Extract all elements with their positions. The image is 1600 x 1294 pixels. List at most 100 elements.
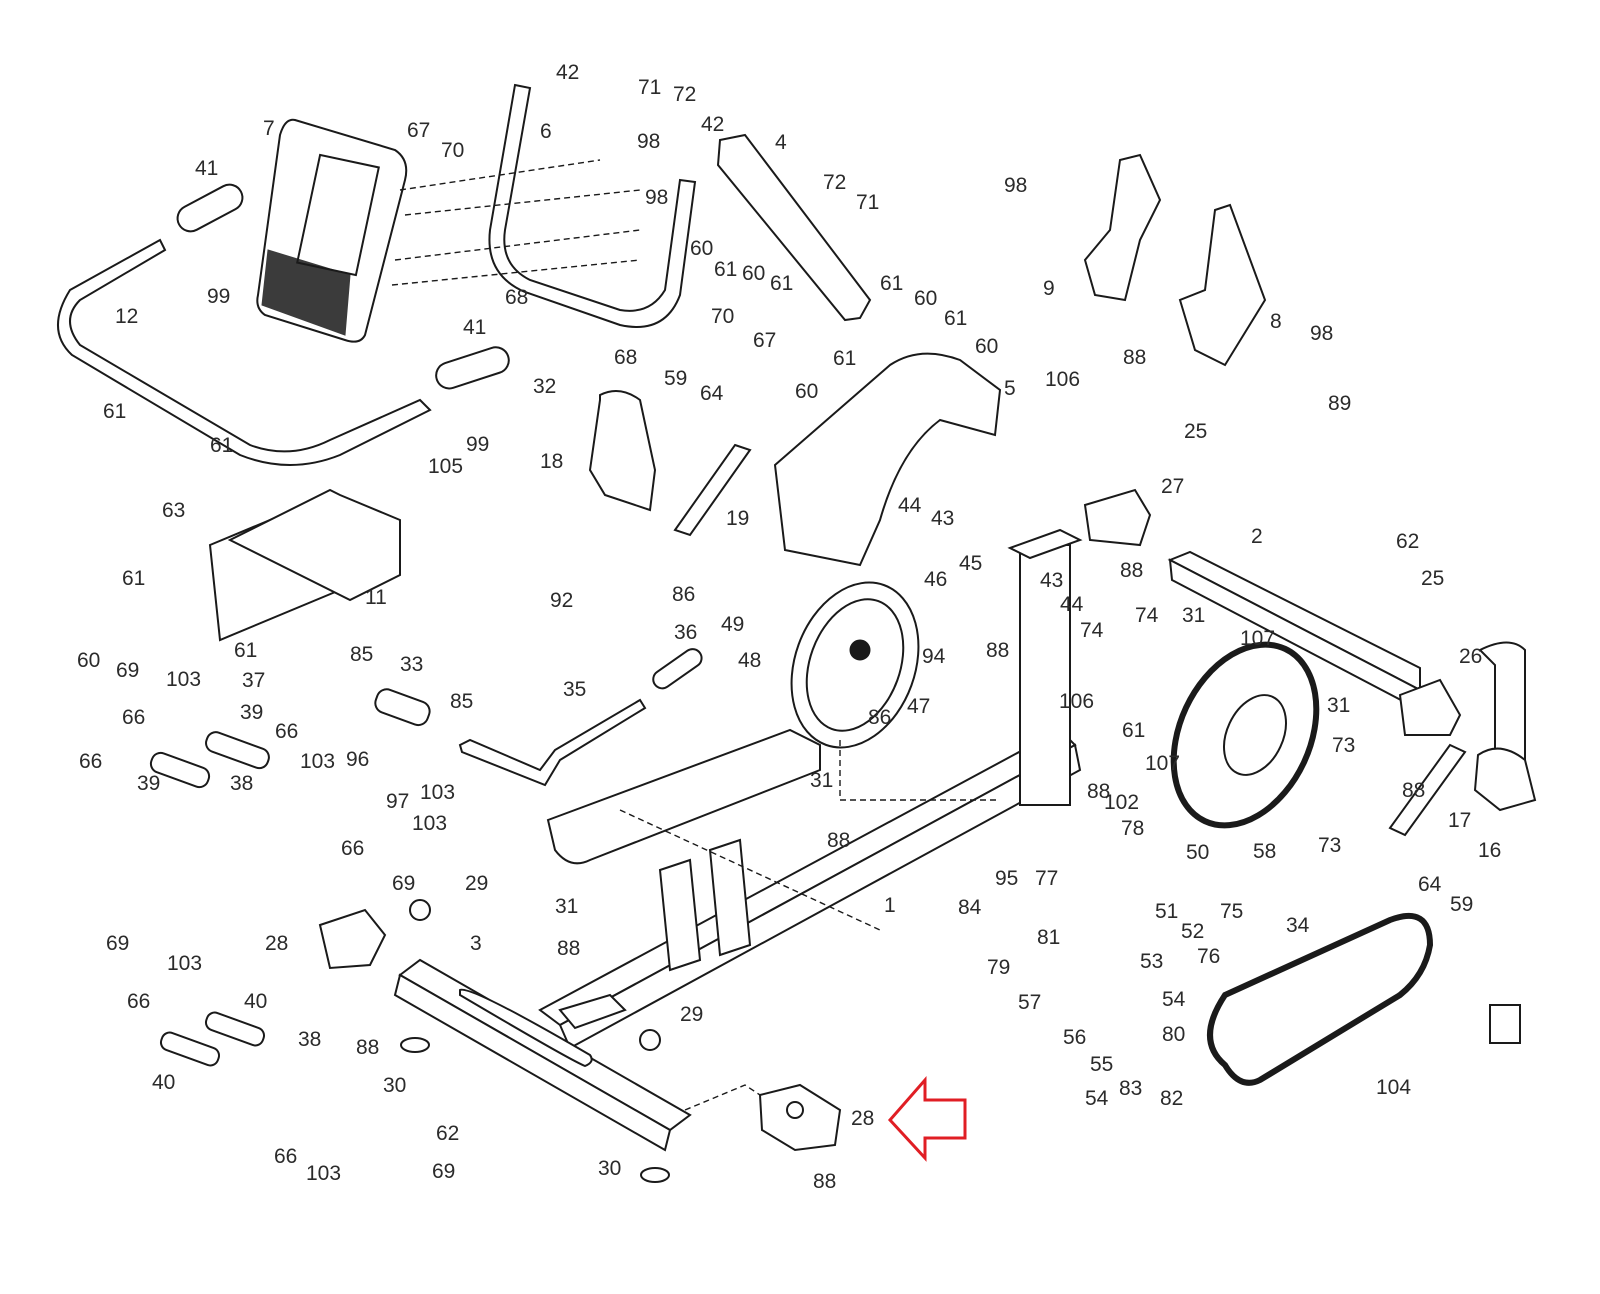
part-label: 85 bbox=[450, 690, 473, 713]
part-label: 49 bbox=[721, 613, 744, 636]
part-label: 98 bbox=[637, 130, 660, 153]
upright-part bbox=[1007, 528, 1083, 806]
front-stabilizer-part bbox=[393, 958, 692, 1152]
highlight-arrow-icon bbox=[887, 1076, 967, 1162]
part-label: 64 bbox=[1418, 873, 1442, 896]
part-label: 37 bbox=[242, 669, 265, 692]
part-label: 62 bbox=[1396, 530, 1419, 553]
part-label: 54 bbox=[1085, 1087, 1109, 1110]
shroud-part bbox=[773, 352, 1002, 567]
part-label: 69 bbox=[432, 1160, 455, 1183]
part-label: 83 bbox=[1119, 1077, 1142, 1100]
part-label: 66 bbox=[275, 720, 298, 743]
part-label: 18 bbox=[540, 450, 563, 473]
part-label: 103 bbox=[167, 952, 202, 975]
pulley-part bbox=[1170, 641, 1320, 829]
crank-arm-part bbox=[673, 443, 752, 537]
part-label: 41 bbox=[463, 316, 486, 339]
part-label: 82 bbox=[1160, 1087, 1183, 1110]
part-labels: 42 6 71 72 42 4 7 67 70 98 98 72 71 41 6… bbox=[77, 61, 1501, 1193]
arm-part bbox=[716, 133, 872, 322]
part-label: 28 bbox=[265, 932, 288, 955]
part-label: 81 bbox=[1037, 926, 1060, 949]
upper-handlebar-part bbox=[488, 83, 697, 328]
part-label: 52 bbox=[1181, 920, 1204, 943]
part-label: 103 bbox=[412, 812, 447, 835]
part-label: 77 bbox=[1035, 867, 1058, 890]
console-part bbox=[256, 118, 408, 343]
part-label: 88 bbox=[356, 1036, 379, 1059]
part-label: 55 bbox=[1090, 1053, 1113, 1076]
part-label: 71 bbox=[856, 191, 879, 214]
part-label: 61 bbox=[880, 272, 903, 295]
part-label: 2 bbox=[1251, 525, 1263, 548]
part-label: 40 bbox=[152, 1071, 175, 1094]
part-label: 98 bbox=[645, 186, 668, 209]
part-label: 88 bbox=[813, 1170, 836, 1193]
part-label: 88 bbox=[1087, 780, 1110, 803]
part-label: 66 bbox=[341, 837, 364, 860]
part-label: 51 bbox=[1155, 900, 1178, 923]
part-label: 57 bbox=[1018, 991, 1041, 1014]
part-label: 68 bbox=[614, 346, 637, 369]
part-label: 43 bbox=[931, 507, 954, 530]
part-label: 105 bbox=[428, 455, 463, 478]
end-cap-part-highlighted bbox=[758, 1083, 842, 1152]
part-label: 72 bbox=[673, 83, 696, 106]
part-label: 5 bbox=[1004, 377, 1016, 400]
part-label: 29 bbox=[680, 1003, 703, 1026]
part-label: 88 bbox=[986, 639, 1009, 662]
part-label: 61 bbox=[122, 567, 145, 590]
part-label: 47 bbox=[907, 695, 930, 718]
part-label: 35 bbox=[563, 678, 586, 701]
part-label: 80 bbox=[1162, 1023, 1185, 1046]
part-label: 4 bbox=[775, 131, 787, 154]
part-label: 84 bbox=[958, 896, 982, 919]
part-label: 103 bbox=[300, 750, 335, 773]
part-label: 69 bbox=[392, 872, 415, 895]
part-label: 59 bbox=[1450, 893, 1473, 916]
left-shield-part bbox=[1083, 153, 1162, 302]
part-label: 42 bbox=[556, 61, 579, 84]
part-label: 74 bbox=[1135, 604, 1159, 627]
seat-frame-part bbox=[546, 728, 821, 1030]
flywheel-part bbox=[790, 581, 920, 749]
part-label: 61 bbox=[833, 347, 856, 370]
part-label: 66 bbox=[127, 990, 150, 1013]
part-label: 6 bbox=[540, 120, 552, 143]
part-label: 99 bbox=[466, 433, 489, 456]
part-label: 59 bbox=[664, 367, 687, 390]
part-label: 71 bbox=[638, 76, 661, 99]
part-label: 11 bbox=[365, 586, 387, 609]
part-label: 73 bbox=[1318, 834, 1341, 857]
part-label: 42 bbox=[701, 113, 724, 136]
part-label: 98 bbox=[1004, 174, 1027, 197]
part-label: 60 bbox=[742, 262, 765, 285]
part-label: 61 bbox=[770, 272, 793, 295]
part-label: 89 bbox=[1328, 392, 1351, 415]
part-label: 50 bbox=[1186, 841, 1209, 864]
part-label: 106 bbox=[1059, 690, 1094, 713]
part-label: 61 bbox=[714, 258, 737, 281]
part-label: 60 bbox=[690, 237, 713, 260]
seat-rail-part bbox=[208, 488, 401, 642]
part-label: 97 bbox=[386, 790, 409, 813]
part-label: 86 bbox=[868, 706, 891, 729]
pedal-strap-part bbox=[1478, 641, 1526, 761]
part-label: 67 bbox=[407, 119, 430, 142]
part-label: 45 bbox=[959, 552, 982, 575]
part-label: 17 bbox=[1448, 809, 1471, 832]
part-label: 61 bbox=[944, 307, 967, 330]
part-label: 70 bbox=[441, 139, 464, 162]
part-label: 32 bbox=[533, 375, 556, 398]
part-label: 88 bbox=[827, 829, 850, 852]
part-label: 104 bbox=[1376, 1076, 1411, 1099]
part-label: 1 bbox=[884, 894, 896, 917]
part-label: 27 bbox=[1161, 475, 1184, 498]
part-label: 16 bbox=[1478, 839, 1501, 862]
part-label: 85 bbox=[350, 643, 373, 666]
part-label: 3 bbox=[470, 932, 482, 955]
part-label: 44 bbox=[898, 494, 922, 517]
part-label: 70 bbox=[711, 305, 734, 328]
